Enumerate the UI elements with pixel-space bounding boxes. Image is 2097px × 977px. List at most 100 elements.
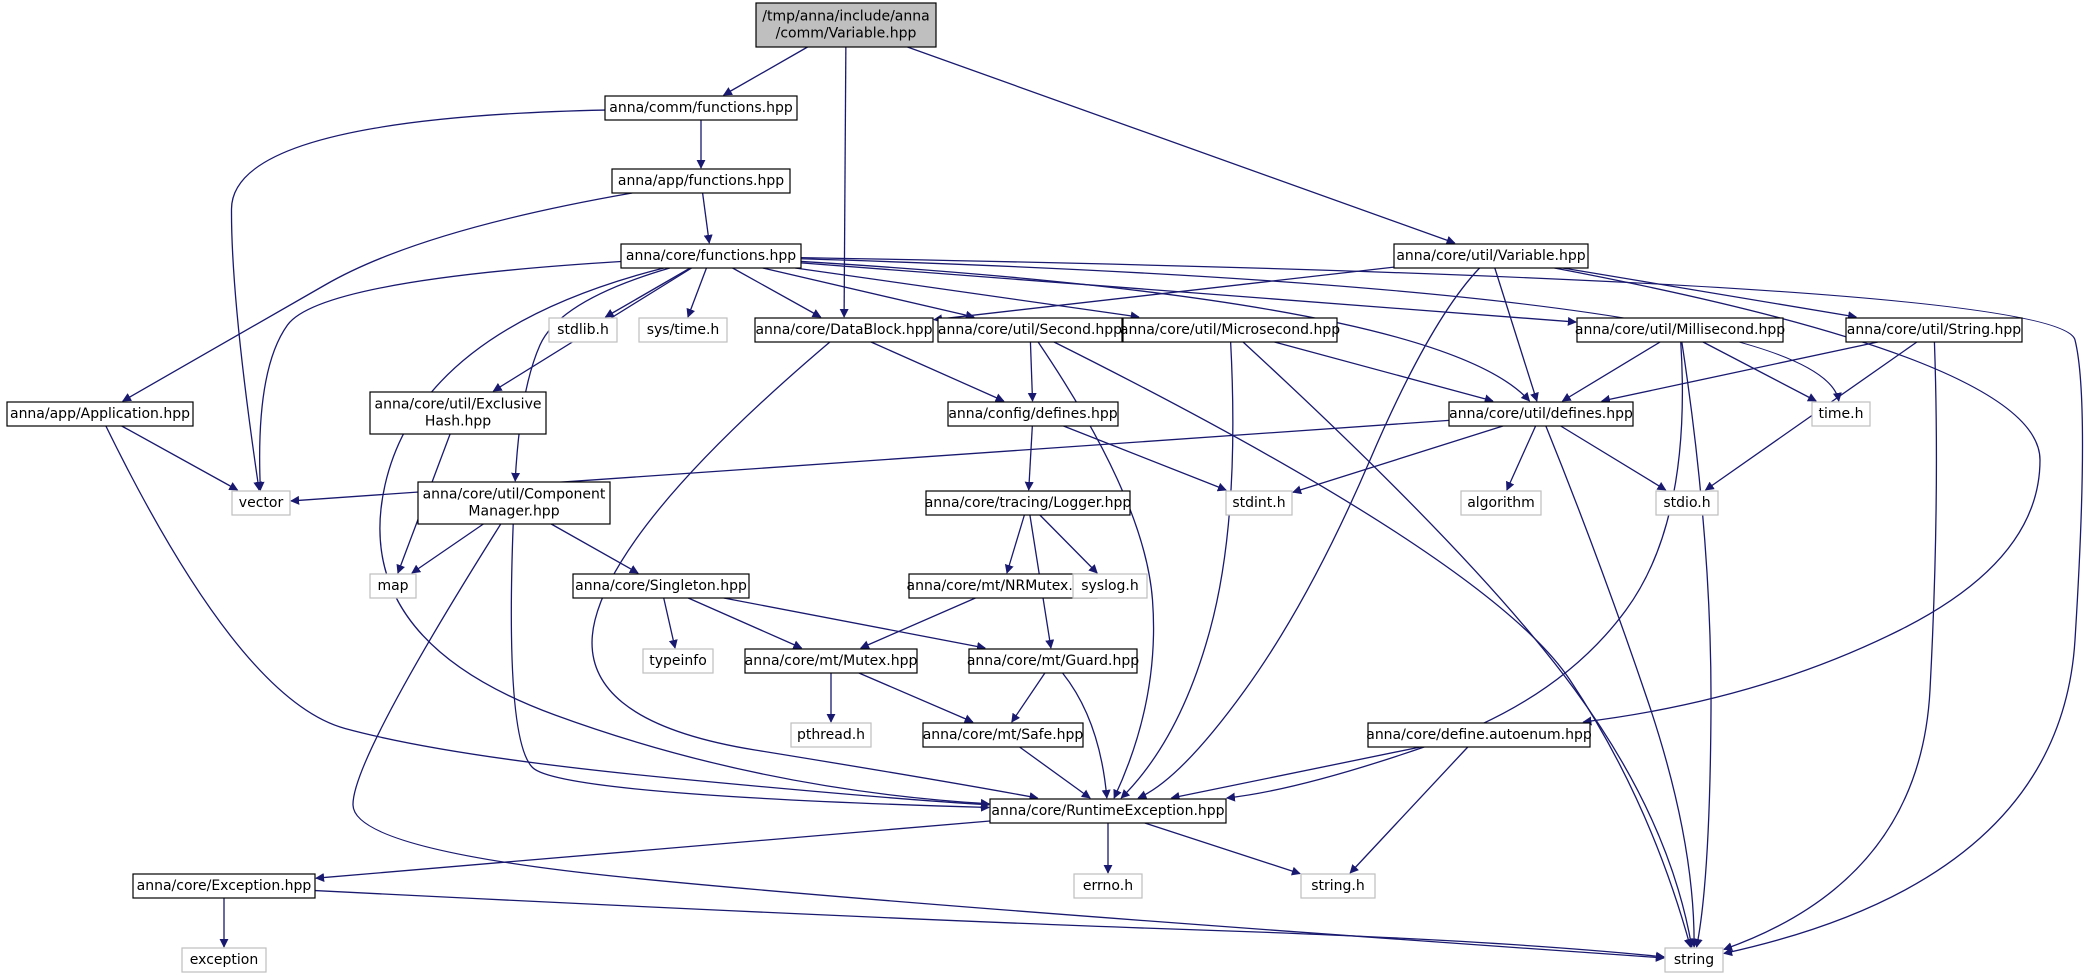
node-stdint-h: stdint.h: [1225, 490, 1293, 516]
node-util-millisecond[interactable]: anna/core/util/Millisecond.hpp: [1575, 317, 1785, 343]
edge-core_functions-to-stdlib_h: [604, 267, 691, 318]
node-singleton[interactable]: anna/core/Singleton.hpp: [572, 573, 750, 599]
node-label: anna/core/util/Millisecond.hpp: [1575, 322, 1785, 338]
node-app-application[interactable]: anna/app/Application.hpp: [6, 401, 194, 427]
node-box: [754, 317, 934, 343]
node-box: [1393, 243, 1589, 269]
edge-util_string-to-util_defines: [1600, 341, 1878, 404]
node-label: anna/core/Exception.hpp: [137, 878, 312, 894]
node-nrmutex[interactable]: anna/core/mt/NRMutex.hpp: [907, 573, 1100, 599]
node-box: [908, 573, 1098, 599]
node-label: anna/core/DataBlock.hpp: [755, 322, 932, 338]
node-syslog-h: syslog.h: [1072, 573, 1148, 599]
node-util-second[interactable]: anna/core/util/Second.hpp: [937, 317, 1123, 343]
edge-util_defines-to-stdio_h: [1560, 425, 1667, 491]
node-util-defines[interactable]: anna/core/util/defines.hpp: [1448, 401, 1634, 427]
node-label: syslog.h: [1081, 578, 1139, 594]
node-runtime-exception[interactable]: anna/core/RuntimeException.hpp: [989, 798, 1227, 824]
edge-util_variable-to-define_autoenum: [1554, 267, 2041, 726]
edge-runtime_exception-to-string_h: [1144, 822, 1301, 876]
node-label: anna/core/tracing/Logger.hpp: [925, 495, 1132, 511]
node-box: [989, 798, 1227, 824]
edge-util_variable-to-util_defines: [1494, 267, 1539, 402]
edge-datablock-to-runtime_exception: [591, 341, 1039, 801]
edge-util_millisecond-to-string: [1681, 341, 1712, 948]
edge-core_functions-to-component_manager: [511, 267, 670, 482]
edge-core_functions-to-datablock: [732, 267, 822, 318]
node-guard[interactable]: anna/core/mt/Guard.hpp: [967, 648, 1139, 674]
node-box: [790, 722, 872, 748]
node-algorithm: algorithm: [1460, 490, 1542, 516]
edge-util_second-to-runtime_exception: [1037, 341, 1155, 799]
edge-mutex-to-safe: [858, 672, 974, 723]
node-label: stdint.h: [1232, 495, 1285, 511]
edge-nrmutex-to-mutex: [859, 597, 976, 649]
node-root[interactable]: /tmp/anna/include/anna/comm/Variable.hpp: [755, 2, 937, 48]
node-box: [369, 573, 417, 599]
node-box: [1811, 401, 1871, 427]
edge-util_defines-to-string: [1545, 425, 1699, 948]
node-layer: /tmp/anna/include/anna/comm/Variable.hpp…: [6, 2, 2023, 973]
node-label: /tmp/anna/include/anna: [762, 9, 929, 25]
node-box: [231, 490, 291, 516]
edge-app_functions-to-core_functions: [701, 192, 713, 244]
node-box: [611, 168, 791, 194]
node-box: [181, 947, 267, 973]
edge-util_variable-to-util_string: [1562, 267, 1858, 321]
node-app-functions[interactable]: anna/app/functions.hpp: [611, 168, 791, 194]
node-typeinfo: typeinfo: [642, 648, 714, 674]
edge-util_microsecond-to-runtime_exception: [1120, 341, 1234, 799]
node-errno-h: errno.h: [1073, 873, 1143, 899]
node-box: [572, 573, 750, 599]
node-label: vector: [239, 495, 284, 511]
node-safe[interactable]: anna/core/mt/Safe.hpp: [922, 722, 1084, 748]
edge-core_functions-to-util_microsecond: [795, 267, 1140, 321]
edge-component_manager-to-singleton: [550, 523, 639, 574]
node-label: anna/comm/functions.hpp: [609, 100, 793, 116]
node-datablock[interactable]: anna/core/DataBlock.hpp: [754, 317, 934, 343]
node-define-autoenum[interactable]: anna/core/define.autoenum.hpp: [1366, 722, 1592, 748]
node-label: anna/core/util/Exclusive: [375, 397, 542, 413]
node-util-string[interactable]: anna/core/util/String.hpp: [1845, 317, 2023, 343]
node-time-h: time.h: [1811, 401, 1871, 427]
node-util-variable[interactable]: anna/core/util/Variable.hpp: [1393, 243, 1589, 269]
edge-util_variable-to-runtime_exception: [1137, 267, 1481, 799]
edge-app_application-to-vector: [121, 425, 239, 491]
node-util-microsecond[interactable]: anna/core/util/Microsecond.hpp: [1120, 317, 1340, 343]
edge-singleton-to-typeinfo: [663, 597, 678, 649]
node-core-functions[interactable]: anna/core/functions.hpp: [620, 243, 802, 269]
edge-app_functions-to-app_application: [122, 192, 633, 402]
edge-guard-to-safe: [1011, 672, 1046, 723]
node-label: /comm/Variable.hpp: [776, 26, 917, 42]
edge-logger-to-nrmutex: [1004, 514, 1026, 574]
node-mutex[interactable]: anna/core/mt/Mutex.hpp: [744, 648, 918, 674]
node-label: anna/core/util/Variable.hpp: [1396, 248, 1585, 264]
node-box: [755, 2, 937, 48]
edge-root-to-util_variable: [907, 46, 1456, 245]
node-box: [1664, 947, 1724, 973]
node-logger[interactable]: anna/core/tracing/Logger.hpp: [925, 490, 1132, 516]
edge-define_autoenum-to-runtime_exception: [1170, 746, 1421, 801]
node-vector: vector: [231, 490, 291, 516]
node-label: Hash.hpp: [425, 414, 491, 430]
node-box: [947, 401, 1119, 427]
node-label: anna/core/util/Component: [423, 487, 606, 503]
node-label: anna/core/mt/Guard.hpp: [967, 653, 1139, 669]
node-box: [369, 391, 547, 435]
node-label: sys/time.h: [647, 322, 720, 338]
node-comm-functions[interactable]: anna/comm/functions.hpp: [604, 95, 798, 121]
node-box: [132, 873, 316, 899]
node-exception: exception: [181, 947, 267, 973]
node-string-h: string.h: [1300, 873, 1376, 899]
node-label: stdio.h: [1663, 495, 1710, 511]
edge-safe-to-runtime_exception: [1019, 746, 1091, 799]
node-config-defines[interactable]: anna/config/defines.hpp: [947, 401, 1119, 427]
node-box: [548, 317, 618, 343]
node-box: [620, 243, 802, 269]
node-exception-hpp[interactable]: anna/core/Exception.hpp: [132, 873, 316, 899]
node-label: stdlib.h: [557, 322, 609, 338]
node-box: [1367, 722, 1591, 748]
edge-app_application-to-runtime_exception: [105, 425, 990, 809]
